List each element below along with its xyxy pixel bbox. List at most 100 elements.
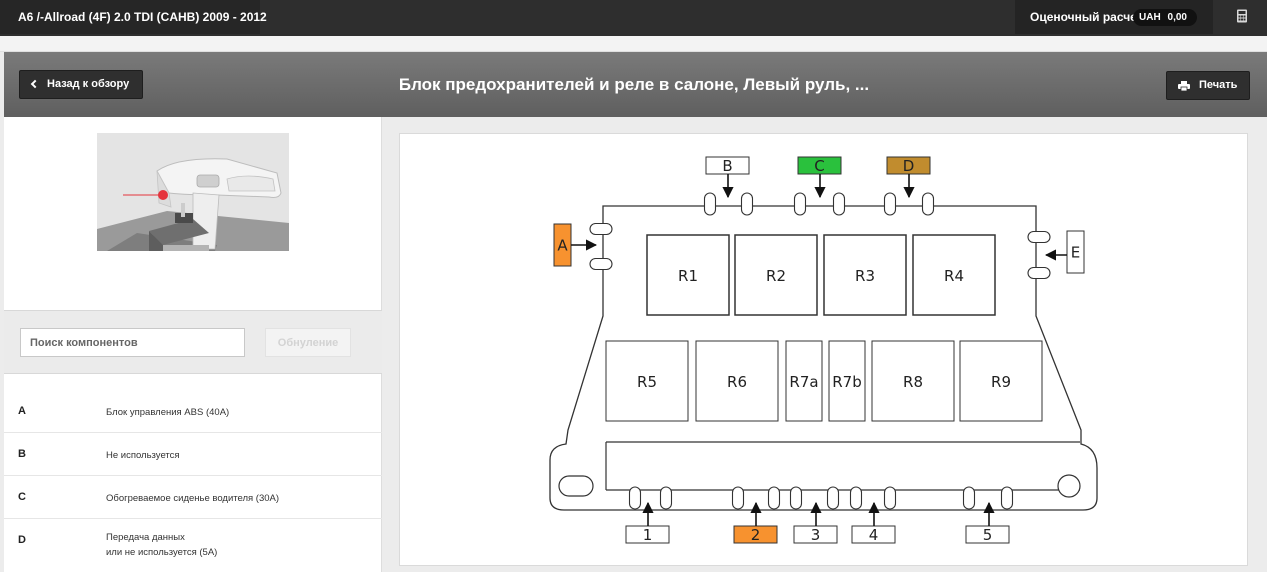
page-title: Блок предохранителей и реле в салоне, Ле…	[398, 75, 870, 94]
component-code: C	[18, 491, 26, 503]
vehicle-title: A6 /-Allroad (4F) 2.0 TDI (CAHB) 2009 - …	[0, 0, 267, 34]
terminal-label-5[interactable]: 5	[965, 501, 1010, 544]
relay-label: R7a	[789, 373, 818, 391]
relay-r1[interactable]: R1	[646, 234, 730, 316]
relay-r4[interactable]: R4	[912, 234, 996, 316]
component-code: D	[18, 534, 26, 546]
left-panel: Обнуление A Блок управления ABS (40A) B …	[4, 117, 382, 572]
terminal-label-2[interactable]: 2	[733, 501, 778, 544]
relay-box	[695, 340, 779, 422]
terminal-label-text: 2	[751, 526, 761, 544]
connector-pin	[703, 192, 717, 216]
estimate-box[interactable]: Оценочный расчет UAH 0,00	[1015, 0, 1213, 34]
relay-r9[interactable]: R9	[959, 340, 1043, 422]
relay-label: R7b	[832, 373, 862, 391]
relay-box	[912, 234, 996, 316]
relay-box	[871, 340, 955, 422]
print-button[interactable]: Печать	[1166, 71, 1250, 100]
terminal-label-c[interactable]: C	[797, 156, 842, 199]
description-line: Не используется	[106, 450, 180, 461]
relay-label: R3	[855, 267, 875, 285]
connector-pin	[659, 486, 673, 510]
terminal-label-text: E	[1071, 244, 1080, 262]
list-item[interactable]: A Блок управления ABS (40A)	[4, 390, 382, 433]
relay-label: R8	[903, 373, 923, 391]
connector-pin	[1000, 486, 1014, 510]
fuse-box-housing	[549, 205, 1098, 511]
component-description: Не используется	[106, 448, 180, 463]
connector-pin	[921, 192, 935, 216]
relay-box	[646, 234, 730, 316]
relay-box	[959, 340, 1043, 422]
connector-pin	[767, 486, 781, 510]
terminal-label-box	[965, 525, 1010, 544]
list-item[interactable]: C Обогреваемое сиденье водителя (30A)	[4, 476, 382, 519]
terminal-label-1[interactable]: 1	[625, 501, 670, 544]
connector-pin	[826, 486, 840, 510]
print-button-label: Печать	[1199, 79, 1238, 91]
connector-pin	[628, 486, 642, 510]
list-item[interactable]: B Не используется	[4, 433, 382, 476]
relay-r6[interactable]: R6	[695, 340, 779, 422]
connector-pin	[883, 192, 897, 216]
terminal-label-text: 5	[983, 526, 993, 544]
location-thumbnail[interactable]	[97, 133, 289, 251]
connector-pin	[1027, 230, 1051, 244]
relay-box	[734, 234, 818, 316]
relay-r5[interactable]: R5	[605, 340, 689, 422]
connector-pin	[789, 486, 803, 510]
calculator-icon[interactable]	[1236, 9, 1248, 23]
connector-pin	[962, 486, 976, 510]
description-line: Блок управления ABS (40A)	[106, 407, 230, 418]
connector-pin	[740, 192, 754, 216]
terminal-label-text: A	[557, 237, 568, 255]
currency-code: UAH	[1139, 12, 1161, 23]
relay-label: R1	[678, 267, 698, 285]
mounting-slot	[558, 475, 594, 497]
reset-button[interactable]: Обнуление	[265, 328, 351, 357]
terminal-label-3[interactable]: 3	[793, 501, 838, 544]
chevron-left-icon	[30, 79, 40, 89]
relay-box	[605, 340, 689, 422]
back-to-overview-button[interactable]: Назад к обзору	[19, 70, 143, 99]
connector-pin	[832, 192, 846, 216]
relay-r3[interactable]: R3	[823, 234, 907, 316]
mounting-hole	[1057, 474, 1081, 498]
terminal-label-e[interactable]: E	[1044, 230, 1085, 274]
relay-r7a[interactable]: R7a	[785, 340, 823, 422]
separator-stripe	[0, 36, 1267, 52]
connector-pin	[589, 222, 613, 236]
component-list: A Блок управления ABS (40A) B Не использ…	[4, 390, 382, 562]
terminal-label-text: D	[903, 157, 915, 175]
page-header: Назад к обзору Блок предохранителей и ре…	[4, 52, 1267, 117]
connector-pin	[883, 486, 897, 510]
terminal-label-text: 4	[869, 526, 879, 544]
component-description: Передача данных или не используется (5A)	[106, 530, 217, 560]
component-search-input[interactable]	[20, 328, 245, 357]
relay-box	[828, 340, 866, 422]
list-item[interactable]: D Передача данных или не используется (5…	[4, 519, 382, 562]
terminal-label-text: 1	[643, 526, 653, 544]
terminal-label-text: C	[814, 157, 824, 175]
search-area: Обнуление	[4, 310, 382, 374]
description-line: Обогреваемое сиденье водителя (30A)	[106, 493, 280, 504]
printer-icon	[1178, 81, 1190, 91]
terminal-label-text: B	[722, 157, 732, 175]
terminal-label-4[interactable]: 4	[851, 501, 896, 544]
relay-r7b[interactable]: R7b	[828, 340, 866, 422]
relay-r2[interactable]: R2	[734, 234, 818, 316]
terminal-label-a[interactable]: A	[553, 223, 598, 267]
relay-box	[823, 234, 907, 316]
terminal-label-text: 3	[811, 526, 821, 544]
description-line: или не используется (5A)	[106, 547, 218, 558]
back-button-label: Назад к обзору	[47, 78, 130, 90]
relay-r8[interactable]: R8	[871, 340, 955, 422]
relay-label: R2	[766, 267, 786, 285]
terminal-label-b[interactable]: B	[705, 156, 750, 199]
terminal-label-d[interactable]: D	[886, 156, 931, 199]
relay-label: R4	[944, 267, 964, 285]
estimate-amount-pill: UAH 0,00	[1133, 9, 1197, 26]
connector-pin	[1027, 266, 1051, 280]
